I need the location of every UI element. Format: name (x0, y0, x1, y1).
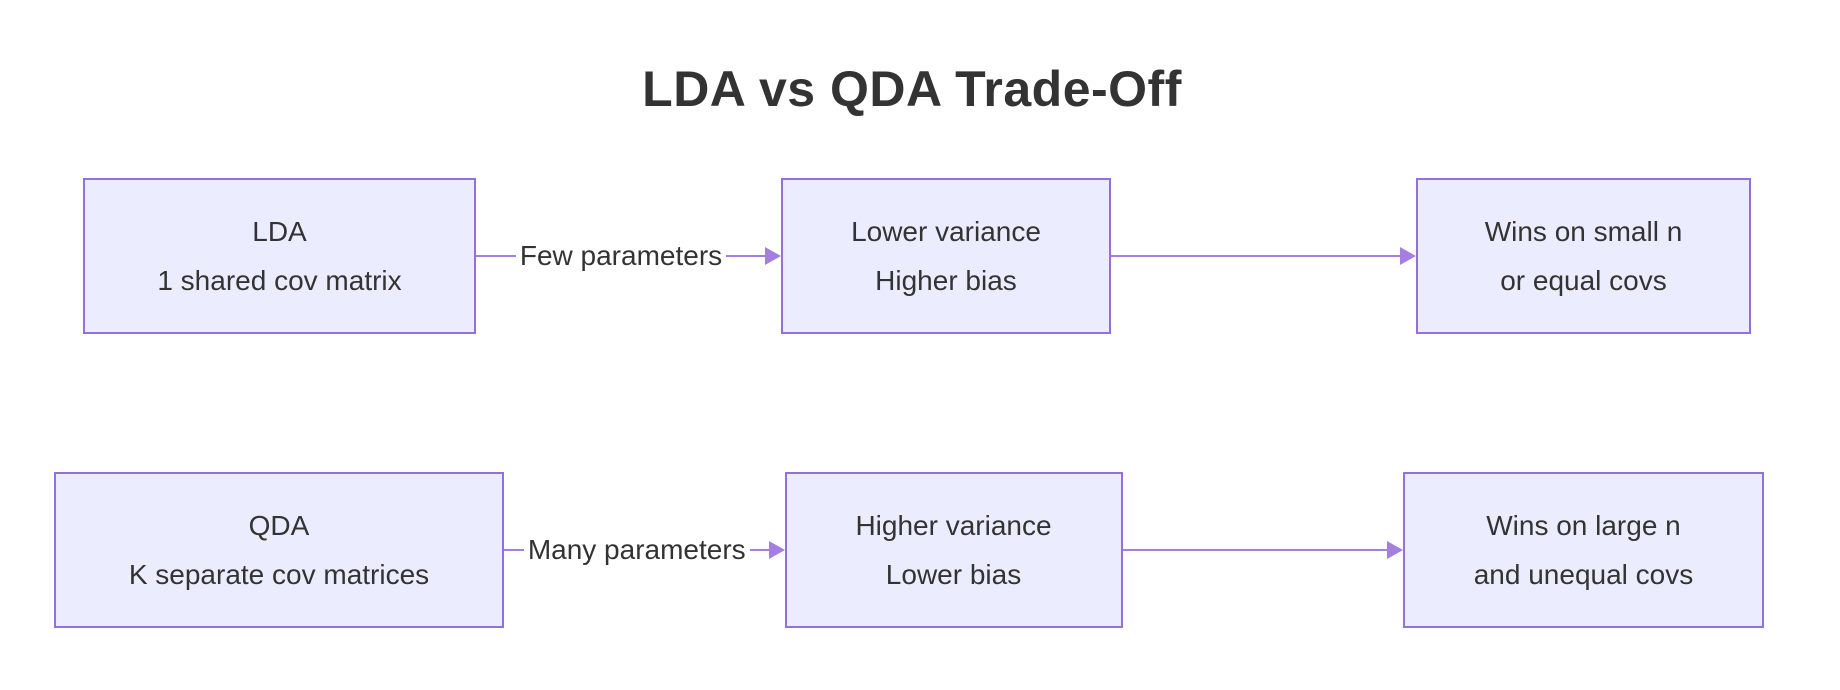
node-wins-on-small-n: Wins on small n or equal covs (1416, 178, 1751, 334)
node-text-line: Wins on small n (1484, 216, 1683, 247)
arrow-line (476, 255, 516, 257)
node-lower-variance-higher-bias: Lower variance Higher bias (781, 178, 1111, 334)
node-qda: QDA K separate cov matrices (54, 472, 504, 628)
node-lda: LDA 1 shared cov matrix (83, 178, 476, 334)
node-text-line: Wins on large n (1486, 510, 1681, 541)
flow-row-lda: LDA 1 shared cov matrix Few parameters L… (83, 178, 1751, 334)
node-wins-on-large-n: Wins on large n and unequal covs (1403, 472, 1764, 628)
node-text-line: Lower variance (851, 216, 1041, 247)
diagram-title: LDA vs QDA Trade-Off (642, 61, 1182, 117)
edge-few-parameters: Few parameters (476, 240, 782, 272)
node-text-line: Lower bias (885, 559, 1022, 590)
flow-row-qda: QDA K separate cov matrices Many paramet… (54, 472, 1764, 628)
arrowhead-icon (1400, 247, 1416, 265)
arrowhead-icon (768, 541, 785, 559)
edge-label: Few parameters (519, 240, 723, 271)
arrow-line (504, 549, 524, 551)
node-text-line: Higher bias (875, 265, 1017, 296)
arrow-line (1122, 549, 1388, 551)
node-text-line: K separate cov matrices (128, 559, 430, 590)
node-text-line: or equal covs (1500, 265, 1667, 296)
node-text-line: QDA (248, 510, 310, 541)
arrowhead-icon (1387, 541, 1403, 559)
edge-many-parameters: Many parameters (504, 534, 785, 566)
edge-lda-outcome (1111, 247, 1416, 265)
node-higher-variance-lower-bias: Higher variance Lower bias (784, 472, 1123, 628)
arrow-line (1111, 255, 1401, 257)
arrow-line (726, 255, 767, 257)
node-text-line: 1 shared cov matrix (157, 265, 402, 296)
node-text-line: and unequal covs (1473, 559, 1694, 590)
arrowhead-icon (765, 247, 782, 265)
edge-qda-outcome (1122, 541, 1403, 559)
node-text-line: Higher variance (855, 510, 1052, 541)
node-text-line: LDA (252, 216, 307, 247)
edge-label: Many parameters (527, 534, 746, 565)
arrow-line (749, 549, 770, 551)
